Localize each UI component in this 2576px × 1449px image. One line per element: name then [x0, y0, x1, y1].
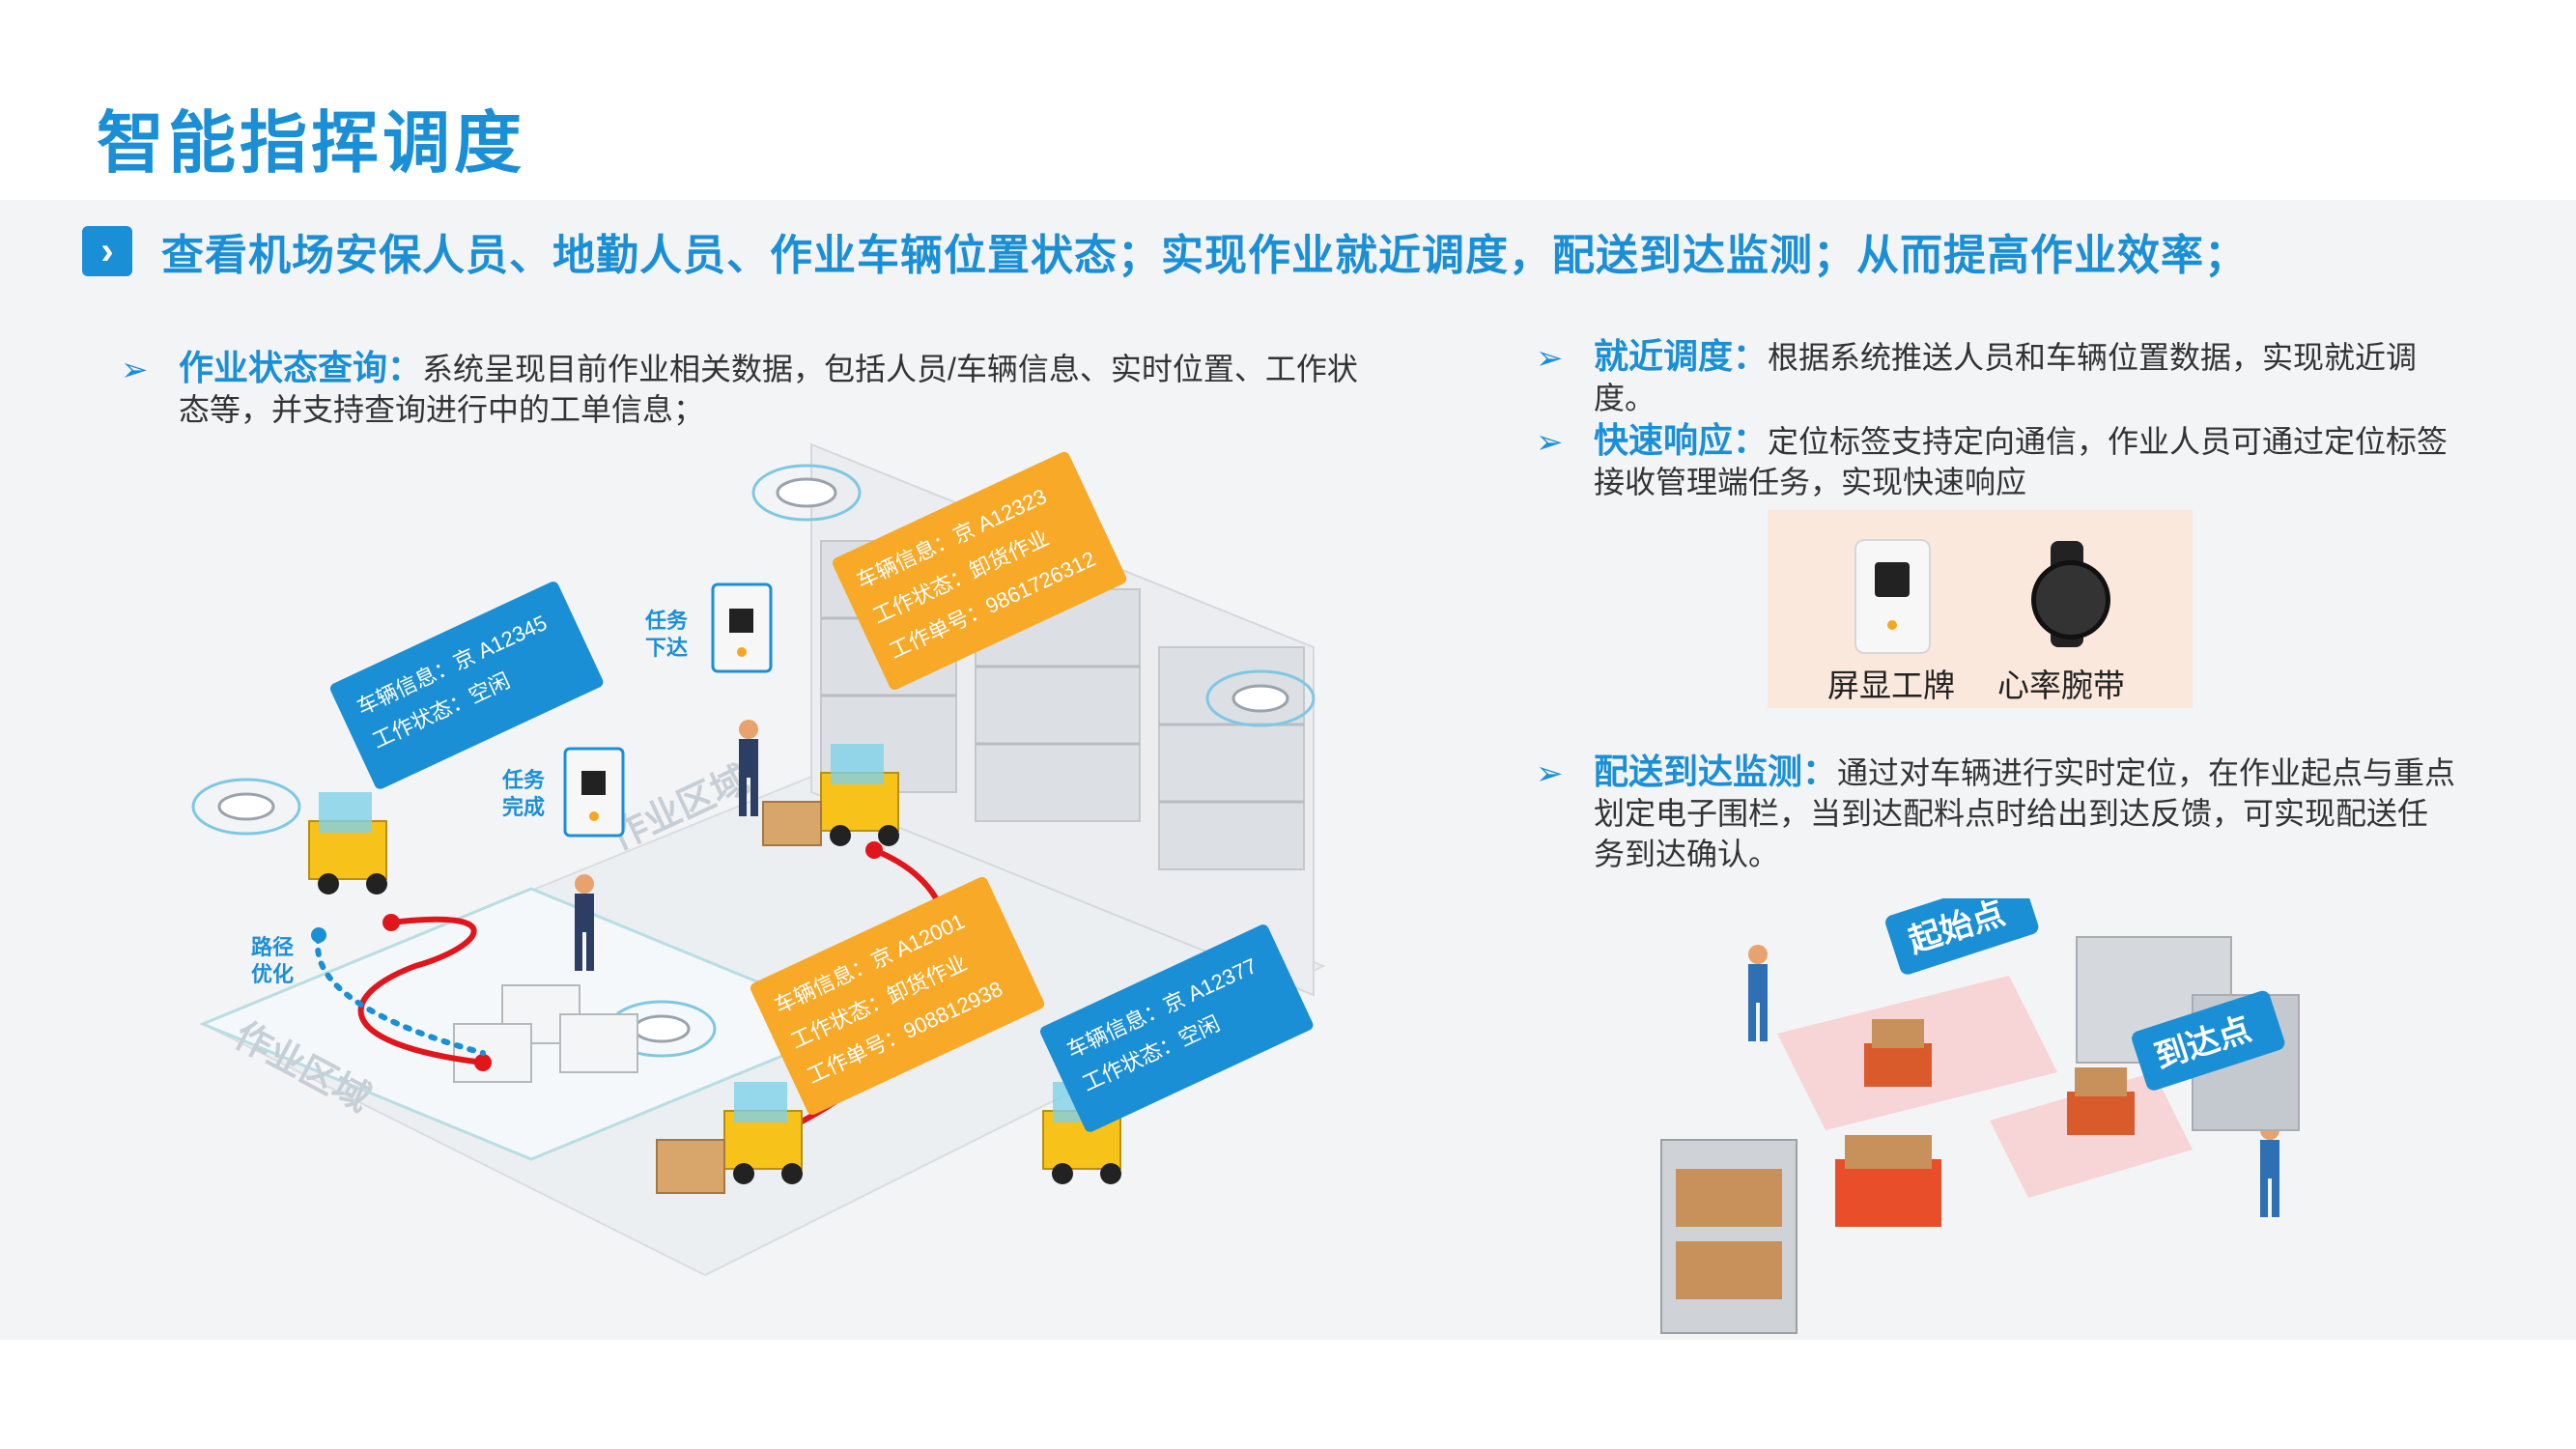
forklift-icon — [762, 744, 899, 846]
bullet-text: 通过对车辆进行实时定位，在作业起点与重点划定电子围栏，当到达配料点时给出到达反馈… — [1594, 755, 2456, 871]
bullet-key: 配送到达监测： — [1594, 752, 1838, 791]
heart-rate-band-icon — [2024, 541, 2110, 647]
screen-badge-icon — [1854, 539, 1931, 654]
task-assign-label: 任务 — [644, 609, 689, 633]
arrow-bullet-icon: ➢ — [1536, 340, 1564, 377]
bullet-delivery-monitor: ➢ 配送到达监测：通过对车辆进行实时定位，在作业起点与重点划定电子围栏，当到达配… — [1536, 752, 2458, 874]
worker-icon — [1748, 945, 1768, 1041]
locator-tag-icon — [711, 582, 773, 673]
bullet-text: 系统呈现目前作业相关数据，包括人员/车辆信息、实时位置、工作状态等，并支持查询进… — [179, 352, 1358, 427]
bullet-key: 快速响应： — [1594, 420, 1769, 460]
task-assign-label: 下达 — [645, 636, 688, 660]
agv-cart-icon — [2067, 1067, 2135, 1135]
start-point-tag: 起始点 — [1885, 898, 2039, 975]
bullet-text: 定位标签支持定向通信，作业人员可通过定位标签接收管理端任务，实现快速响应 — [1594, 424, 2449, 499]
bullet-status-query: ➢ 作业状态查询：系统呈现目前作业相关数据，包括人员/车辆信息、实时位置、工作状… — [121, 348, 1376, 430]
beacon-icon — [1205, 669, 1316, 727]
badge-label: 屏显工牌 — [1827, 668, 1955, 703]
worker-icon — [739, 720, 758, 816]
headline: › 查看机场安保人员、地勤人员、作业车辆位置状态；实现作业就近调度，配送到达监测… — [82, 222, 2248, 280]
forklift-icon — [656, 1082, 803, 1194]
task-done-label: 任务 — [501, 768, 546, 792]
vehicle-info-tag: 车辆信息：京 A12345 工作状态：空闲 — [329, 582, 604, 789]
chevron-right-icon: › — [82, 226, 132, 276]
optimized-route-line — [315, 934, 486, 1056]
headline-text: 查看机场安保人员、地勤人员、作业车辆位置状态；实现作业就近调度，配送到达监测；从… — [161, 232, 2248, 279]
page-title: 智能指挥调度 — [97, 105, 525, 181]
bullet-fast-response: ➢ 快速响应：定位标签支持定向通信，作业人员可通过定位标签接收管理端任务，实现快… — [1536, 420, 2473, 502]
worker-icon — [575, 874, 594, 971]
device-card: 屏显工牌 心率腕带 — [1768, 510, 2193, 708]
rack-icon — [1660, 1139, 1798, 1334]
warehouse-illustration: 作业区域 作业区域 — [191, 442, 1326, 1277]
arrow-bullet-icon: ➢ — [1536, 424, 1564, 461]
arrow-bullet-icon: ➢ — [1536, 755, 1564, 792]
task-done-label: 完成 — [502, 795, 545, 819]
worker-icon — [2260, 1121, 2279, 1217]
pallet-stack-icon — [453, 984, 638, 1083]
bullet-key: 作业状态查询： — [179, 348, 423, 387]
bullet-nearby-dispatch: ➢ 就近调度：根据系统推送人员和车辆位置数据，实现就近调度。 — [1536, 336, 2473, 418]
band-label: 心率腕带 — [1997, 668, 2125, 703]
route-label: 优化 — [251, 962, 294, 986]
vehicle-info-tag: 车辆信息：京 A12001 工作状态：卸货作业 工作单号：908812938 — [750, 876, 1045, 1115]
bullet-key: 就近调度： — [1594, 336, 1769, 376]
beacon-icon — [191, 778, 301, 836]
beacon-icon — [751, 464, 862, 522]
forklift-icon — [308, 792, 387, 895]
route-line — [357, 916, 484, 1065]
arrow-bullet-icon: ➢ — [121, 352, 149, 388]
agv-cart-icon — [1835, 1135, 1941, 1227]
delivery-illustration: 起始点 到达点 — [1660, 898, 2300, 1334]
bullet-text: 根据系统推送人员和车辆位置数据，实现就近调度。 — [1594, 340, 2418, 415]
route-label: 路径 — [251, 935, 294, 959]
agv-cart-icon — [1864, 1019, 1932, 1087]
locator-tag-icon — [563, 747, 625, 838]
